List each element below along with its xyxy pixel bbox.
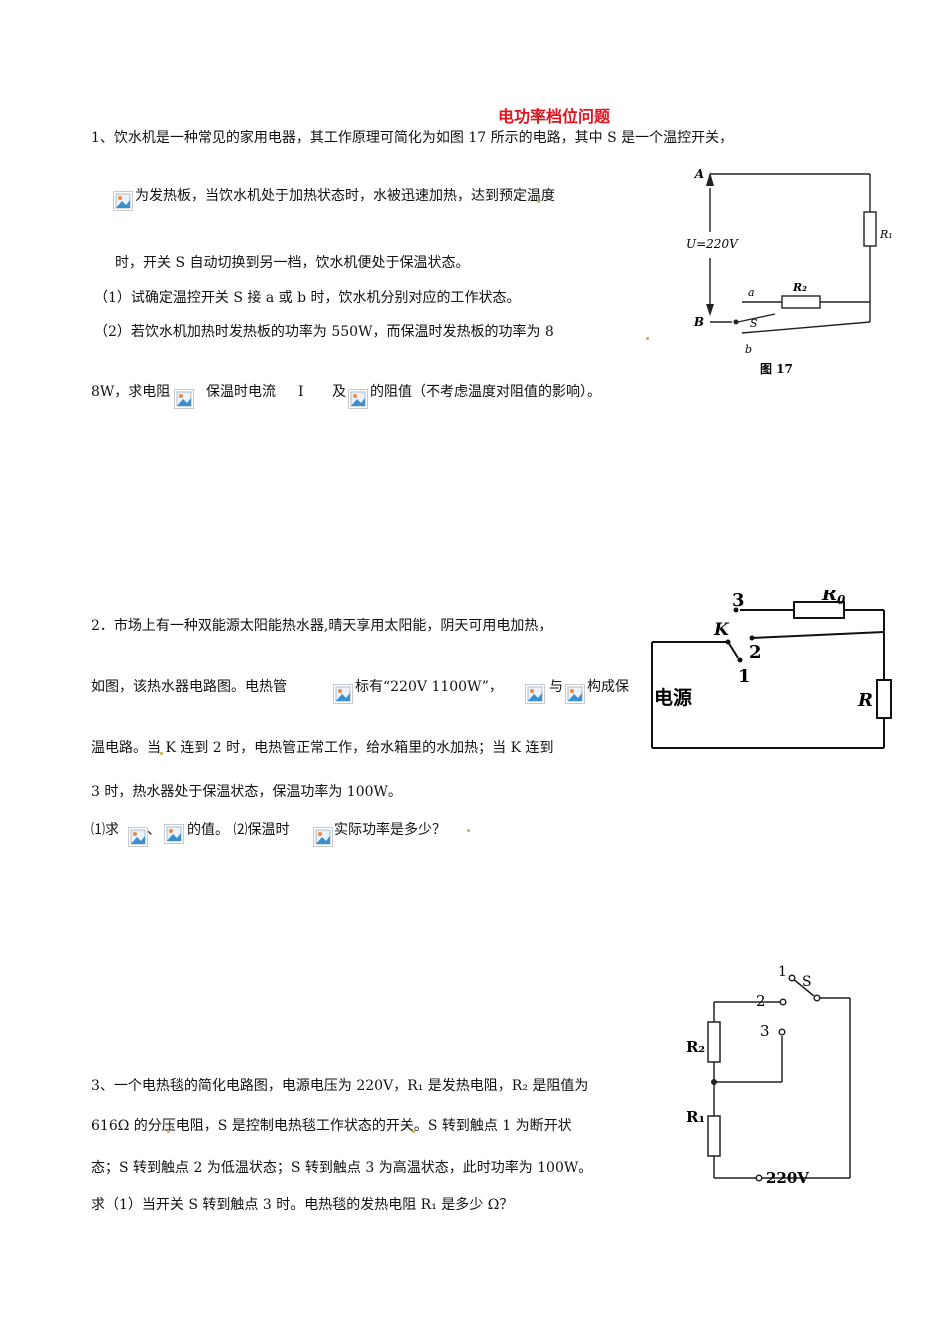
label-B: B bbox=[693, 315, 704, 329]
broken-image-icon bbox=[164, 824, 184, 844]
label-a: a bbox=[748, 286, 755, 299]
broken-image-icon bbox=[128, 827, 148, 847]
q1-line-6a: 8W，求电阻 bbox=[91, 384, 171, 400]
label-b: b bbox=[745, 343, 752, 356]
q3-line-3: 态；S 转到触点 2 为低温状态；S 转到触点 3 为高温状态，此时功率为 10… bbox=[91, 1160, 593, 1176]
label-power-source: 电源 bbox=[654, 686, 692, 709]
label-U: U=220V bbox=[686, 237, 739, 251]
label-S: S bbox=[750, 317, 758, 330]
q2-line-3: 温电路。当 K 连到 2 时，电热管正常工作，给水箱里的水加热；当 K 连到 bbox=[91, 740, 554, 756]
broken-image-icon bbox=[313, 827, 333, 847]
q3-line-4: 求（1）当开关 S 转到触点 3 时。电热毯的发热电阻 R₁ 是多少 Ω？ bbox=[91, 1197, 514, 1213]
q1-line-6e: 的阻值（不考虑温度对阻值的影响）。 bbox=[370, 384, 601, 400]
page-title: 电功率档位问题 bbox=[498, 107, 611, 126]
mark-dot bbox=[537, 200, 540, 203]
electric-blanket-circuit: 1 S 2 3 R₂ R₁ 220V bbox=[686, 964, 851, 1187]
label-R2: R₂ bbox=[686, 1038, 705, 1056]
q1-line-3: 时，开关 S 自动切换到另一档，饮水机便处于保温状态。 bbox=[115, 255, 470, 271]
label-1: 1 bbox=[778, 964, 787, 980]
mark-dot bbox=[467, 829, 470, 832]
mark-dot bbox=[167, 1130, 170, 1133]
q2-line-1: 2．市场上有一种双能源太阳能热水器,晴天享用太阳能，阴天可用电加热， bbox=[91, 618, 553, 634]
q1-line-6c: I bbox=[298, 384, 304, 400]
q1-line-6b: 保温时电流 bbox=[206, 384, 276, 400]
q1-line-2: 为发热板，当饮水机处于加热状态时，水被迅速加热，达到预定温度 bbox=[135, 188, 555, 204]
q3-line-1: 3、一个电热毯的简化电路图，电源电压为 220V，R₁ 是发热电阻，R₂ 是阻值… bbox=[91, 1078, 589, 1094]
figure-caption: 图 17 bbox=[760, 362, 793, 376]
q1-line-4: （1）试确定温控开关 S 接 a 或 b 时，饮水机分别对应的工作状态。 bbox=[94, 290, 521, 306]
q2-line-2a: 如图，该热水器电路图。电热管 bbox=[91, 679, 287, 695]
mark-dot bbox=[160, 752, 163, 755]
label-R2: R₂ bbox=[792, 281, 807, 294]
label-R1: R₁ bbox=[879, 228, 893, 241]
q3-line-2: 616Ω 的分压电阻，S 是控制电热毯工作状态的开关。S 转到触点 1 为断开状 bbox=[91, 1118, 572, 1134]
label-R1: R₁ bbox=[686, 1108, 705, 1126]
broken-image-icon bbox=[565, 684, 585, 704]
broken-image-icon bbox=[348, 389, 368, 409]
label-R: R bbox=[857, 690, 873, 711]
q1-line-5: （2）若饮水机加热时发热板的功率为 550W，而保温时发热板的功率为 8 bbox=[94, 324, 554, 340]
broken-image-icon bbox=[525, 684, 545, 704]
label-220V: 220V bbox=[766, 1169, 809, 1187]
broken-image-icon bbox=[174, 389, 194, 409]
label-K: K bbox=[713, 620, 730, 640]
label-2: 2 bbox=[749, 642, 762, 663]
mark-dot bbox=[412, 1130, 415, 1133]
label-3: 3 bbox=[760, 1022, 770, 1040]
q2-line-2c: 与 bbox=[549, 679, 563, 695]
figure-17-circuit: A B U=220V R₁ R₂ a b S 图 17 bbox=[686, 167, 893, 376]
q2-line-5a: ⑴求 bbox=[91, 822, 119, 838]
q2-line-2d: 构成保 bbox=[587, 679, 629, 695]
broken-image-icon bbox=[113, 191, 133, 211]
label-R0: R0 bbox=[821, 590, 846, 607]
q2-line-5c: 的值。 ⑵保温时 bbox=[187, 822, 290, 838]
label-2: 2 bbox=[756, 992, 766, 1010]
q2-line-5b: 、 bbox=[147, 822, 161, 838]
label-S: S bbox=[802, 974, 812, 990]
q2-line-5d: 实际功率是多少？ bbox=[334, 822, 446, 838]
mark-dot bbox=[646, 337, 649, 340]
q1-line-6d: 及 bbox=[332, 384, 346, 400]
label-A: A bbox=[694, 167, 704, 181]
water-heater-circuit: 3 K 2 1 R0 R 电源 bbox=[651, 590, 892, 749]
q2-line-4: 3 时，热水器处于保温状态，保温功率为 100W。 bbox=[91, 784, 402, 800]
broken-image-icon bbox=[333, 684, 353, 704]
label-3: 3 bbox=[732, 590, 745, 611]
label-1: 1 bbox=[738, 666, 751, 687]
q2-line-2b: 标有“220V 1100W”， bbox=[355, 679, 503, 695]
q1-line-1: 1、饮水机是一种常见的家用电器，其工作原理可简化为如图 17 所示的电路，其中 … bbox=[91, 130, 734, 146]
